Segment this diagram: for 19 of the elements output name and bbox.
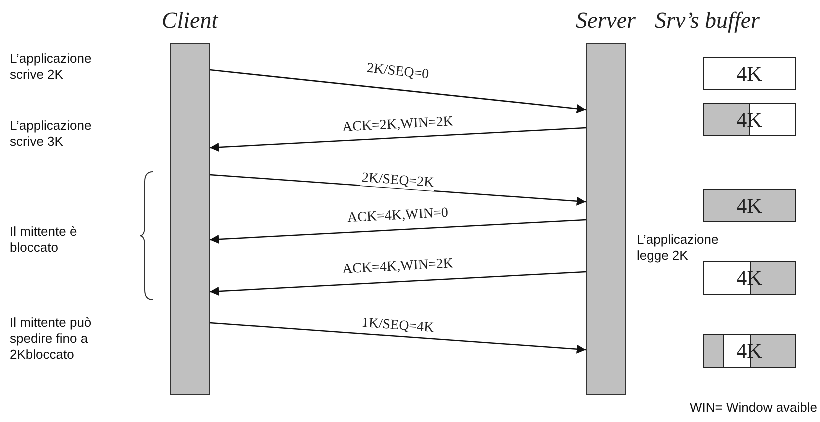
buffer-size-label: 4K xyxy=(736,62,762,84)
arrow xyxy=(210,219,586,244)
column-heading: Server xyxy=(576,8,636,34)
arrow xyxy=(210,127,586,152)
arrow xyxy=(210,69,586,114)
buffer-size-label: 4K xyxy=(736,194,762,216)
note-text: L’applicazione scrive 2K xyxy=(10,51,93,83)
note-text: L’applicazione scrive 3K xyxy=(10,118,93,150)
note-text: Il mittente è bloccato xyxy=(10,224,78,256)
edge-label: 2K/SEQ=2K xyxy=(360,170,436,192)
arrow xyxy=(210,322,586,354)
column-heading: Client xyxy=(162,8,218,34)
footnote-text: WIN= Window avaible xyxy=(690,400,818,416)
note-text: L’applicazione legge 2K xyxy=(637,232,717,264)
arrow xyxy=(210,271,586,296)
note-text: Il mittente può spedire fino a 2Kbloccato xyxy=(10,315,93,363)
arrow xyxy=(210,174,586,206)
column-heading: Srv’s buffer xyxy=(655,8,760,34)
buffer-box xyxy=(703,57,796,90)
